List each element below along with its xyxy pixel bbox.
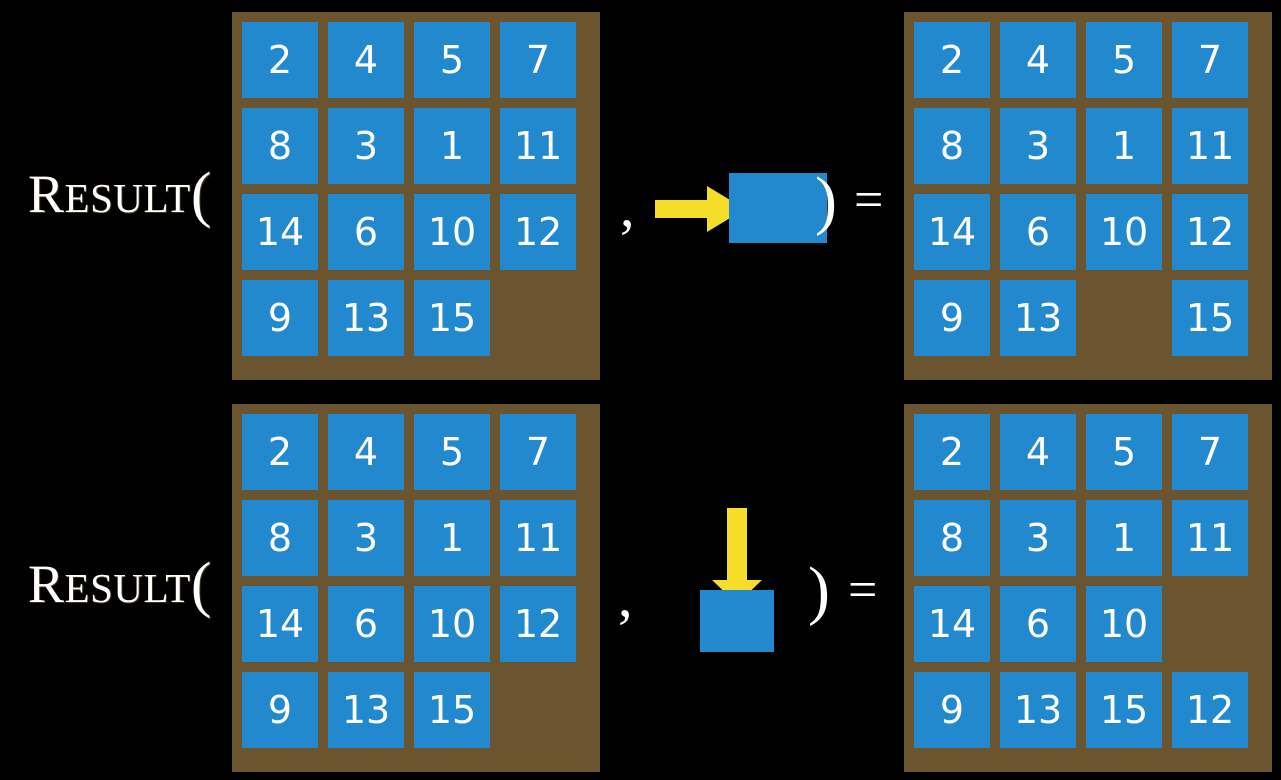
- equation-row-down-move: RESULT( 2 4 5 7 8 3 1 11 14 6 10 12 9 13…: [0, 390, 1281, 780]
- operator-group-top: , ) =: [600, 0, 904, 390]
- tile[interactable]: 9: [914, 280, 990, 356]
- result-label-open-paren-bottom: (: [190, 551, 212, 619]
- tile[interactable]: 11: [500, 500, 576, 576]
- arrow-right-icon: [655, 186, 745, 232]
- tile[interactable]: 3: [328, 108, 404, 184]
- tile[interactable]: 1: [1086, 108, 1162, 184]
- tile[interactable]: 6: [328, 586, 404, 662]
- tile[interactable]: 11: [500, 108, 576, 184]
- tile[interactable]: 8: [242, 500, 318, 576]
- output-board-bottom[interactable]: 2 4 5 7 8 3 1 11 14 6 10 9 13 15 12: [904, 404, 1272, 772]
- tile[interactable]: 3: [328, 500, 404, 576]
- tile[interactable]: 14: [242, 586, 318, 662]
- tile[interactable]: 10: [1086, 586, 1162, 662]
- empty-slot: [1086, 280, 1162, 356]
- tile[interactable]: 11: [1172, 108, 1248, 184]
- operator-group-bottom: , ) =: [600, 390, 904, 780]
- tile[interactable]: 2: [242, 414, 318, 490]
- equals-sign: =: [854, 172, 884, 229]
- tile[interactable]: 12: [500, 194, 576, 270]
- input-board-bottom[interactable]: 2 4 5 7 8 3 1 11 14 6 10 12 9 13 15: [232, 404, 600, 772]
- tile[interactable]: 6: [1000, 194, 1076, 270]
- tile[interactable]: 9: [242, 280, 318, 356]
- tile[interactable]: 9: [914, 672, 990, 748]
- tile[interactable]: 13: [328, 280, 404, 356]
- tile[interactable]: 13: [1000, 280, 1076, 356]
- tile[interactable]: 7: [500, 414, 576, 490]
- empty-slot: [500, 672, 576, 748]
- tile[interactable]: 4: [1000, 22, 1076, 98]
- empty-slot: [500, 280, 576, 356]
- output-board-top[interactable]: 2 4 5 7 8 3 1 11 14 6 10 12 9 13 15: [904, 12, 1272, 380]
- tile[interactable]: 5: [414, 22, 490, 98]
- tile[interactable]: 7: [1172, 414, 1248, 490]
- tile[interactable]: 4: [328, 22, 404, 98]
- arrow-down-icon: [712, 508, 762, 604]
- tile[interactable]: 4: [1000, 414, 1076, 490]
- tile[interactable]: 1: [414, 500, 490, 576]
- tile[interactable]: 10: [414, 586, 490, 662]
- tile[interactable]: 10: [1086, 194, 1162, 270]
- comma-separator: ,: [620, 174, 635, 239]
- close-paren: ): [808, 554, 830, 627]
- tile[interactable]: 3: [1000, 500, 1076, 576]
- result-label-rest-bottom: ESULT: [64, 565, 191, 611]
- tile[interactable]: 12: [1172, 194, 1248, 270]
- tile[interactable]: 2: [242, 22, 318, 98]
- tile[interactable]: 15: [1086, 672, 1162, 748]
- tile[interactable]: 7: [500, 22, 576, 98]
- tile[interactable]: 5: [414, 414, 490, 490]
- tile[interactable]: 8: [242, 108, 318, 184]
- result-label-initial-bottom: R: [28, 554, 65, 614]
- tile[interactable]: 13: [328, 672, 404, 748]
- tile[interactable]: 6: [1000, 586, 1076, 662]
- equation-row-right-move: RESULT( 2 4 5 7 8 3 1 11 14 6 10 12 9 13…: [28, 0, 1272, 390]
- tile[interactable]: 12: [1172, 672, 1248, 748]
- tile[interactable]: 9: [242, 672, 318, 748]
- input-board-top[interactable]: 2 4 5 7 8 3 1 11 14 6 10 12 9 13 15: [232, 12, 600, 380]
- tile[interactable]: 8: [914, 108, 990, 184]
- close-paren: ): [815, 164, 837, 237]
- tile[interactable]: 4: [328, 414, 404, 490]
- tile[interactable]: 2: [914, 414, 990, 490]
- tile[interactable]: 3: [1000, 108, 1076, 184]
- move-right-target-tile[interactable]: [729, 173, 827, 243]
- tile[interactable]: 5: [1086, 414, 1162, 490]
- result-label-bottom: RESULT(: [28, 554, 212, 616]
- result-label-rest-top: ESULT: [64, 175, 191, 221]
- comma-separator: ,: [618, 564, 633, 629]
- equals-sign: =: [848, 562, 878, 619]
- tile[interactable]: 7: [1172, 22, 1248, 98]
- tile[interactable]: 15: [414, 280, 490, 356]
- result-label-top: RESULT(: [28, 164, 212, 226]
- tile[interactable]: 1: [414, 108, 490, 184]
- tile[interactable]: 11: [1172, 500, 1248, 576]
- result-label-open-paren-top: (: [190, 161, 212, 229]
- tile[interactable]: 15: [414, 672, 490, 748]
- tile[interactable]: 5: [1086, 22, 1162, 98]
- result-label-initial-top: R: [28, 164, 65, 224]
- tile[interactable]: 14: [914, 586, 990, 662]
- tile[interactable]: 13: [1000, 672, 1076, 748]
- tile[interactable]: 8: [914, 500, 990, 576]
- move-down-target-tile[interactable]: [700, 590, 774, 652]
- tile[interactable]: 12: [500, 586, 576, 662]
- tile[interactable]: 6: [328, 194, 404, 270]
- tile[interactable]: 1: [1086, 500, 1162, 576]
- tile[interactable]: 2: [914, 22, 990, 98]
- tile[interactable]: 10: [414, 194, 490, 270]
- tile[interactable]: 14: [242, 194, 318, 270]
- empty-slot: [1172, 586, 1248, 662]
- tile[interactable]: 14: [914, 194, 990, 270]
- tile[interactable]: 15: [1172, 280, 1248, 356]
